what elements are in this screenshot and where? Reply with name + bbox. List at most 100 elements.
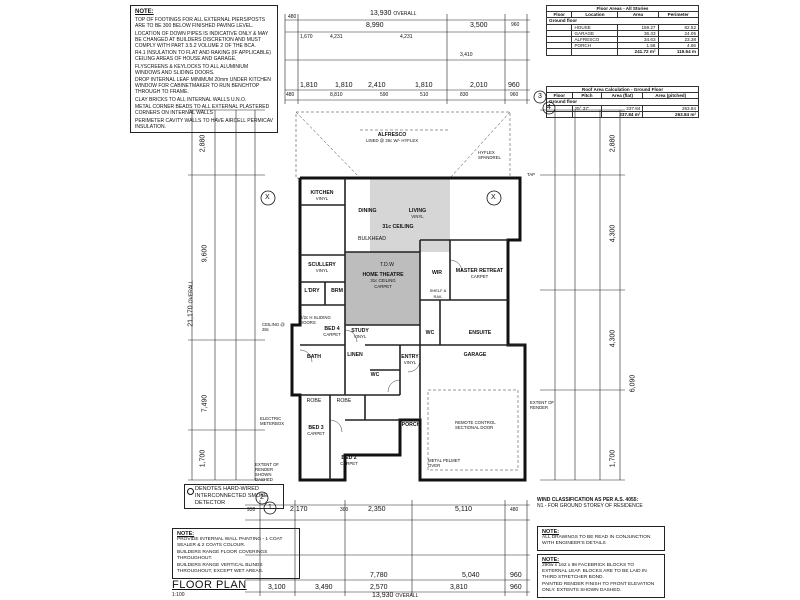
dim-bottom-row1: 930 — [247, 507, 256, 513]
dim-right-b: 4,300 — [609, 329, 617, 348]
extent-render-note: EXTENT OF RENDER SHOWN DASHED — [255, 462, 280, 482]
bottom-dimension-lines — [245, 500, 530, 596]
dim-bottom-row3: 3,490 — [315, 584, 333, 591]
dim-top-row4: 510 — [420, 92, 429, 98]
room-ensuite: ENSUITE — [468, 330, 492, 336]
top-dimension-lines — [284, 14, 530, 104]
sliding-doors-note: 2/2c H SLIDING DOORS — [300, 315, 331, 325]
dim-top-row2: 4,231 — [330, 34, 343, 40]
grid-marker-3: 3 — [538, 93, 542, 100]
note-item: PROVIDE INTERNAL WALL PAINTING - 1 COAT … — [177, 537, 283, 548]
note-item: BUILDERS RANGE FLOOR COVERINGS THROUGHOU… — [177, 550, 268, 561]
dim-top-row3: 1,810 — [415, 82, 433, 89]
grid-marker-2: 2 — [260, 494, 264, 501]
wind-value: N1 - FOR GROUND STOREY OF RESIDENCE — [537, 503, 643, 509]
dim-top-row4: 960 — [510, 92, 519, 98]
dim-top-row2: 1,670 — [300, 34, 313, 40]
dim-left-top: 2,880 — [199, 134, 207, 153]
dim-top-row3: 2,010 — [470, 82, 488, 89]
robe-label: ROBE — [336, 398, 352, 404]
note-item: METAL CORNER BEADS TO ALL EXTERNAL PLAST… — [135, 104, 270, 116]
note-item: 290w x 162 x 98 FACEBRICK BLOCKS TO EXTE… — [542, 563, 647, 580]
room-porch: PORCH — [401, 422, 421, 428]
tdw-label: T.D.W — [379, 262, 395, 268]
dim-top-row2: 3,410 — [460, 52, 473, 58]
dim-top-row2: 4,231 — [400, 34, 413, 40]
room-dining: DINING — [358, 208, 377, 214]
shelf-rail-label: SHELF & RAIL — [429, 288, 447, 299]
dim-right-c: 6,090 — [629, 374, 637, 393]
floor-areas-table: Floor Areas - All Stories Floor Location… — [545, 4, 699, 56]
note-item: BUILDERS RANGE VERTICAL BLINDS THROUGHOU… — [177, 563, 264, 574]
table-cell — [545, 48, 573, 56]
wind-classification: WIND CLASSIFICATION AS PER A.S. 4055: N1… — [537, 497, 665, 509]
dim-top-row4: 590 — [380, 92, 389, 98]
dim-top-row3: 1,810 — [300, 82, 318, 89]
electric-meterbox-note: ELECTRIC METERBOX — [260, 416, 285, 426]
note-item: R4.1 INSULATION TO FLAT AND RAKING (IF A… — [135, 50, 271, 62]
facebrick-note-box: NOTE: 290w x 162 x 98 FACEBRICK BLOCKS T… — [537, 554, 665, 598]
dim-bottom-row1: 300 — [340, 507, 349, 513]
table-cell: 263.84 m² — [642, 110, 699, 118]
smoke-detector-text: DENOTES HARD-WIRED INTERCONNECTED SMOKE … — [195, 486, 268, 506]
dim-left-bottom: 1,700 — [199, 449, 207, 468]
dim-bottom-row2: 960 — [510, 572, 522, 579]
table-total-row: 241.72 m² 119.64 m — [545, 48, 699, 56]
room-bath: BATH — [306, 354, 322, 360]
dim-top-overall: 13,930 OVERALL — [370, 10, 417, 17]
room-wc-ensuite: WC — [425, 330, 435, 336]
left-dimension-lines — [188, 109, 265, 481]
living-ceiling-fill — [370, 178, 450, 252]
garage-render-extent — [427, 389, 519, 471]
smoke-detector-legend: DENOTES HARD-WIRED INTERCONNECTED SMOKE … — [184, 484, 284, 509]
dim-bottom-row3: 3,100 — [268, 584, 286, 591]
smoke-detector-icon — [187, 488, 194, 495]
room-wir: WIR — [431, 270, 443, 276]
dim-bottom-row3: 2,570 — [370, 584, 388, 591]
finishes-note-box: NOTE: PROVIDE INTERNAL WALL PAINTING - 1… — [172, 528, 300, 579]
remote-door-note: REMOTE CONTROL SECTIONAL DOOR — [455, 420, 496, 430]
metal-pelmet-note: METAL PELMET OVER — [428, 458, 461, 468]
hyflex-note: HYFLEX SPANDREL — [478, 150, 501, 160]
note-item: PERIMETER CAVITY WALLS TO HAVE AIRCELL P… — [135, 117, 274, 130]
grid-marker-x-left: X — [265, 194, 270, 201]
room-brm: BRM — [331, 288, 343, 294]
dim-top-row4: 830 — [460, 92, 469, 98]
drawing-title: FLOOR PLAN — [172, 579, 247, 591]
note-heading: NOTE: — [542, 529, 560, 535]
grid-marker-x-right: X — [491, 194, 496, 201]
dim-top-a: 480 — [288, 14, 297, 20]
dim-bottom-row2: 5,040 — [462, 572, 480, 579]
room-wc: WC — [370, 372, 380, 378]
dim-top-row4: 8,810 — [330, 92, 343, 98]
extent-render-right-note: EXTENT OF RENDER — [530, 400, 555, 410]
note-item: CLAY BRICKS TO ALL INTERNAL WALLS U.N.O. — [135, 96, 247, 103]
notes-heading: NOTE: — [135, 9, 154, 15]
dim-left-a: 9,600 — [201, 244, 209, 263]
dim-top-row4: 480 — [286, 92, 295, 98]
dim-top-d: 960 — [511, 22, 520, 28]
dim-right-bottom: 1,700 — [609, 449, 617, 468]
engineer-note-box: NOTE: ALL DRAWINGS TO BE READ IN CONJUNC… — [537, 526, 665, 551]
ceiling-note: CEILING @ 28c — [262, 322, 285, 332]
note-item: LOCATION OF DOWN PIPES IS INDICATIVE ONL… — [135, 30, 269, 49]
drawing-scale: 1:100 — [172, 592, 185, 598]
dim-left-overall: 21,170 OVERALL — [187, 280, 195, 327]
room-garage: GARAGE — [463, 352, 487, 358]
room-laundry: L'DRY — [304, 288, 320, 294]
note-item: TOP OF FOOTINGS FOR ALL EXTERNAL PIERS/P… — [135, 17, 266, 29]
dim-bottom-row1: 480 — [510, 507, 519, 513]
dim-bottom-row2: 7,780 — [370, 572, 388, 579]
tap-note: TAP — [527, 172, 536, 177]
dim-top-c: 3,500 — [470, 22, 488, 29]
dim-left-b: 7,490 — [201, 394, 209, 413]
